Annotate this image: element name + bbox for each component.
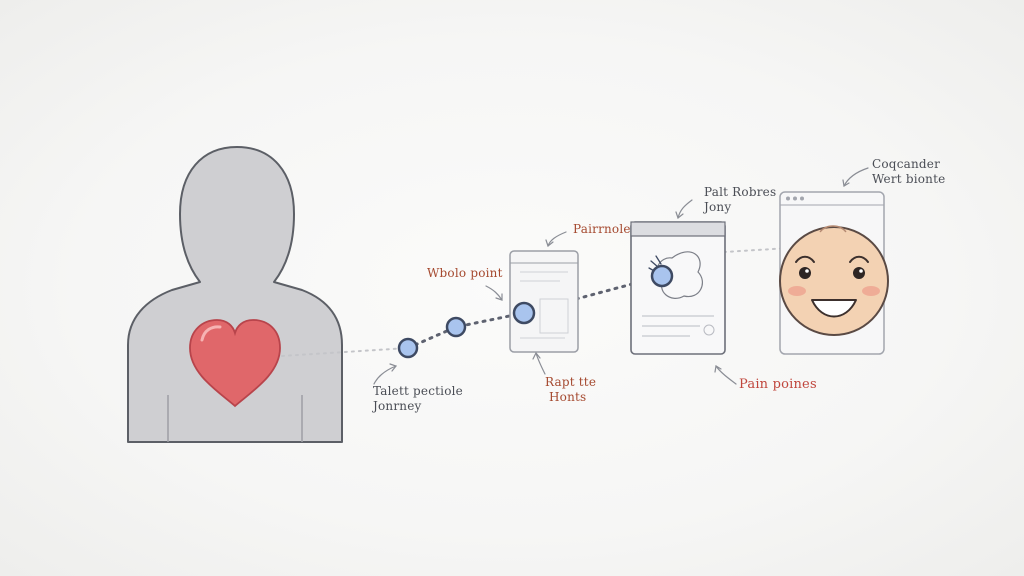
heart-icon [189,319,281,408]
palt-label: Palt Robres Jony [704,185,776,215]
rapt-label: Rapt tte Honts [545,375,596,405]
journey-label-line1: Talett pectiole [373,384,463,398]
cong-label-line1: Coqcander [872,157,941,171]
cong-label-line2: Wert bionte [872,172,946,186]
touchpoint-node [650,264,674,288]
screen-two [630,221,726,355]
touch-point-label: Wbolo point [427,266,503,280]
touchpoint-node [397,337,419,359]
smiling-face-icon [779,225,889,336]
rapt-label-line1: Rapt tte [545,375,597,389]
touchpoint-node [512,301,536,325]
journey-path [281,247,791,357]
cong-label: Coqcander Wert bionte [872,157,945,187]
pain-points-label: Pain poines [739,377,817,392]
touchpoint-node [445,316,467,338]
palt-label-line1: Palt Robres [704,185,777,199]
annotation-arrows [373,167,869,385]
pairrnole-label: Pairrnole [573,222,631,236]
palt-label-line2: Jony [704,200,732,214]
journey-label-line2: Jonrney [373,399,422,413]
person-silhouette-icon [127,146,343,443]
journey-label: Talett pectiole Jonrney [373,384,463,414]
rapt-label-line2: Honts [549,390,587,404]
screen-one [509,250,579,353]
